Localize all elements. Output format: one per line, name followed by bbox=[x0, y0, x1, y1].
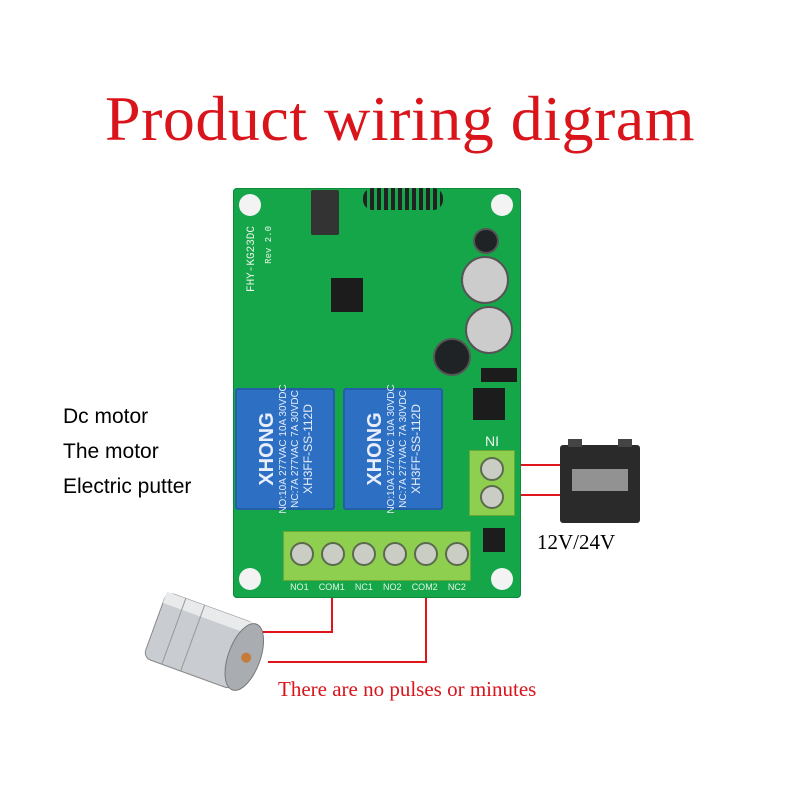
output-terminal-labels: NO1 COM1 NC1 NO2 COM2 NC2 bbox=[285, 582, 471, 592]
diagram-title: Product wiring digram bbox=[105, 83, 695, 154]
dc-motor-icon bbox=[144, 591, 265, 691]
relay-model: XH3FF-SS-112D bbox=[409, 404, 423, 494]
board-revision: Rev 2.0 bbox=[264, 226, 274, 264]
transistor bbox=[483, 528, 505, 552]
screw-terminal-positive[interactable] bbox=[480, 457, 504, 481]
inductor bbox=[433, 338, 471, 376]
relay-rating-no: NO:10A 277VAC 10A 30VDC bbox=[386, 384, 397, 514]
mount-hole bbox=[491, 194, 513, 216]
board-model: FHY-KG23DC bbox=[246, 226, 258, 293]
battery-icon bbox=[560, 439, 640, 523]
mount-hole bbox=[491, 568, 513, 590]
output-terminal-block bbox=[283, 531, 471, 581]
decoder-chip bbox=[331, 278, 363, 312]
relay-board: FHY-KG23DC Rev 2.0 XHONG NO:10A 277VAC 1… bbox=[233, 188, 521, 598]
terminal-label: COM2 bbox=[411, 582, 438, 592]
terminal-label: NC2 bbox=[447, 582, 466, 592]
load-label-dc-motor: Dc motor bbox=[63, 405, 149, 428]
mount-hole bbox=[239, 568, 261, 590]
pair-button bbox=[311, 190, 339, 235]
screw-terminal-nc2[interactable] bbox=[445, 542, 469, 566]
diode bbox=[481, 368, 517, 382]
regulator-chip bbox=[473, 388, 505, 420]
load-label-electric-putter: Electric putter bbox=[63, 475, 192, 498]
screw-terminal-no2[interactable] bbox=[383, 542, 407, 566]
screw-terminal-negative[interactable] bbox=[480, 485, 504, 509]
screw-terminal-nc1[interactable] bbox=[352, 542, 376, 566]
screw-terminal-com2[interactable] bbox=[414, 542, 438, 566]
screw-terminal-no1[interactable] bbox=[290, 542, 314, 566]
relay-1: XHONG NO:10A 277VAC 10A 30VDC NC:7A 277V… bbox=[235, 384, 335, 514]
battery-terminal bbox=[618, 439, 632, 447]
terminal-label: NO1 bbox=[290, 582, 309, 592]
relay-2: XHONG NO:10A 277VAC 10A 30VDC NC:7A 277V… bbox=[343, 384, 443, 514]
power-terminal-block bbox=[469, 450, 515, 516]
load-label-motor: The motor bbox=[63, 440, 159, 463]
relay-model: XH3FF-SS-112D bbox=[301, 404, 315, 494]
terminal-label: NO2 bbox=[383, 582, 402, 592]
power-terminal-label: NI bbox=[485, 433, 499, 449]
capacitor bbox=[473, 228, 499, 254]
mount-hole bbox=[239, 194, 261, 216]
screw-terminal-com1[interactable] bbox=[321, 542, 345, 566]
battery-label-plate bbox=[572, 469, 628, 491]
relay-rating-no: NO:10A 277VAC 10A 30VDC bbox=[278, 384, 289, 514]
capacitor bbox=[461, 256, 509, 304]
note-text: There are no pulses or minutes bbox=[278, 677, 537, 701]
capacitor bbox=[465, 306, 513, 354]
terminal-label: COM1 bbox=[318, 582, 345, 592]
power-voltage-label: 12V/24V bbox=[537, 530, 616, 554]
terminal-label: NC1 bbox=[354, 582, 373, 592]
antenna-coil bbox=[363, 188, 443, 210]
relay-brand: XHONG bbox=[364, 412, 386, 486]
battery-terminal bbox=[568, 439, 582, 447]
relay-brand: XHONG bbox=[256, 412, 278, 486]
